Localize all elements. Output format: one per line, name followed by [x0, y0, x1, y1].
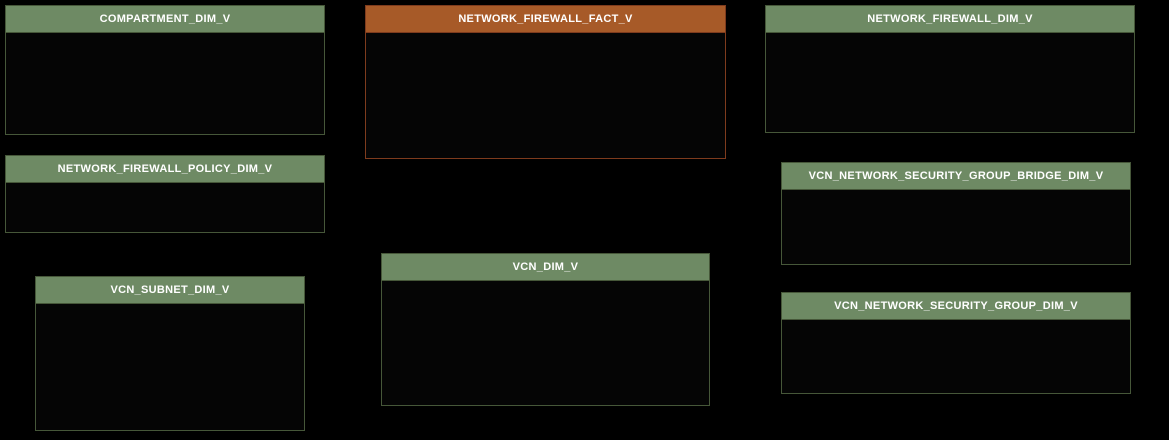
- table-title: NETWORK_FIREWALL_POLICY_DIM_V: [57, 163, 273, 175]
- table-vcn-subnet-dim-v[interactable]: VCN_SUBNET_DIM_V: [35, 276, 305, 431]
- table-body: [6, 33, 324, 134]
- table-header[interactable]: NETWORK_FIREWALL_FACT_V: [366, 6, 725, 33]
- table-body: [382, 281, 709, 405]
- table-network-firewall-dim-v[interactable]: NETWORK_FIREWALL_DIM_V: [765, 5, 1135, 133]
- table-title: VCN_NETWORK_SECURITY_GROUP_DIM_V: [834, 300, 1078, 312]
- table-title: VCN_NETWORK_SECURITY_GROUP_BRIDGE_DIM_V: [808, 170, 1104, 182]
- table-header[interactable]: VCN_SUBNET_DIM_V: [36, 277, 304, 304]
- table-vcn-dim-v[interactable]: VCN_DIM_V: [381, 253, 710, 406]
- table-compartment-dim-v[interactable]: COMPARTMENT_DIM_V: [5, 5, 325, 135]
- table-title: COMPARTMENT_DIM_V: [99, 13, 231, 25]
- table-body: [782, 320, 1130, 393]
- table-title: VCN_SUBNET_DIM_V: [110, 284, 230, 296]
- table-header[interactable]: VCN_NETWORK_SECURITY_GROUP_BRIDGE_DIM_V: [782, 163, 1130, 190]
- table-header[interactable]: COMPARTMENT_DIM_V: [6, 6, 324, 33]
- table-header[interactable]: NETWORK_FIREWALL_DIM_V: [766, 6, 1134, 33]
- table-title: NETWORK_FIREWALL_FACT_V: [458, 13, 633, 25]
- table-body: [36, 304, 304, 430]
- table-body: [6, 183, 324, 232]
- table-header[interactable]: NETWORK_FIREWALL_POLICY_DIM_V: [6, 156, 324, 183]
- table-network-firewall-policy-dim-v[interactable]: NETWORK_FIREWALL_POLICY_DIM_V: [5, 155, 325, 233]
- table-body: [766, 33, 1134, 132]
- table-title: VCN_DIM_V: [512, 261, 579, 273]
- table-header[interactable]: VCN_DIM_V: [382, 254, 709, 281]
- table-header[interactable]: VCN_NETWORK_SECURITY_GROUP_DIM_V: [782, 293, 1130, 320]
- table-vcn-network-security-group-bridge-dim-v[interactable]: VCN_NETWORK_SECURITY_GROUP_BRIDGE_DIM_V: [781, 162, 1131, 265]
- table-vcn-network-security-group-dim-v[interactable]: VCN_NETWORK_SECURITY_GROUP_DIM_V: [781, 292, 1131, 394]
- table-body: [366, 33, 725, 158]
- table-network-firewall-fact-v[interactable]: NETWORK_FIREWALL_FACT_V: [365, 5, 726, 159]
- table-body: [782, 190, 1130, 264]
- table-title: NETWORK_FIREWALL_DIM_V: [867, 13, 1033, 25]
